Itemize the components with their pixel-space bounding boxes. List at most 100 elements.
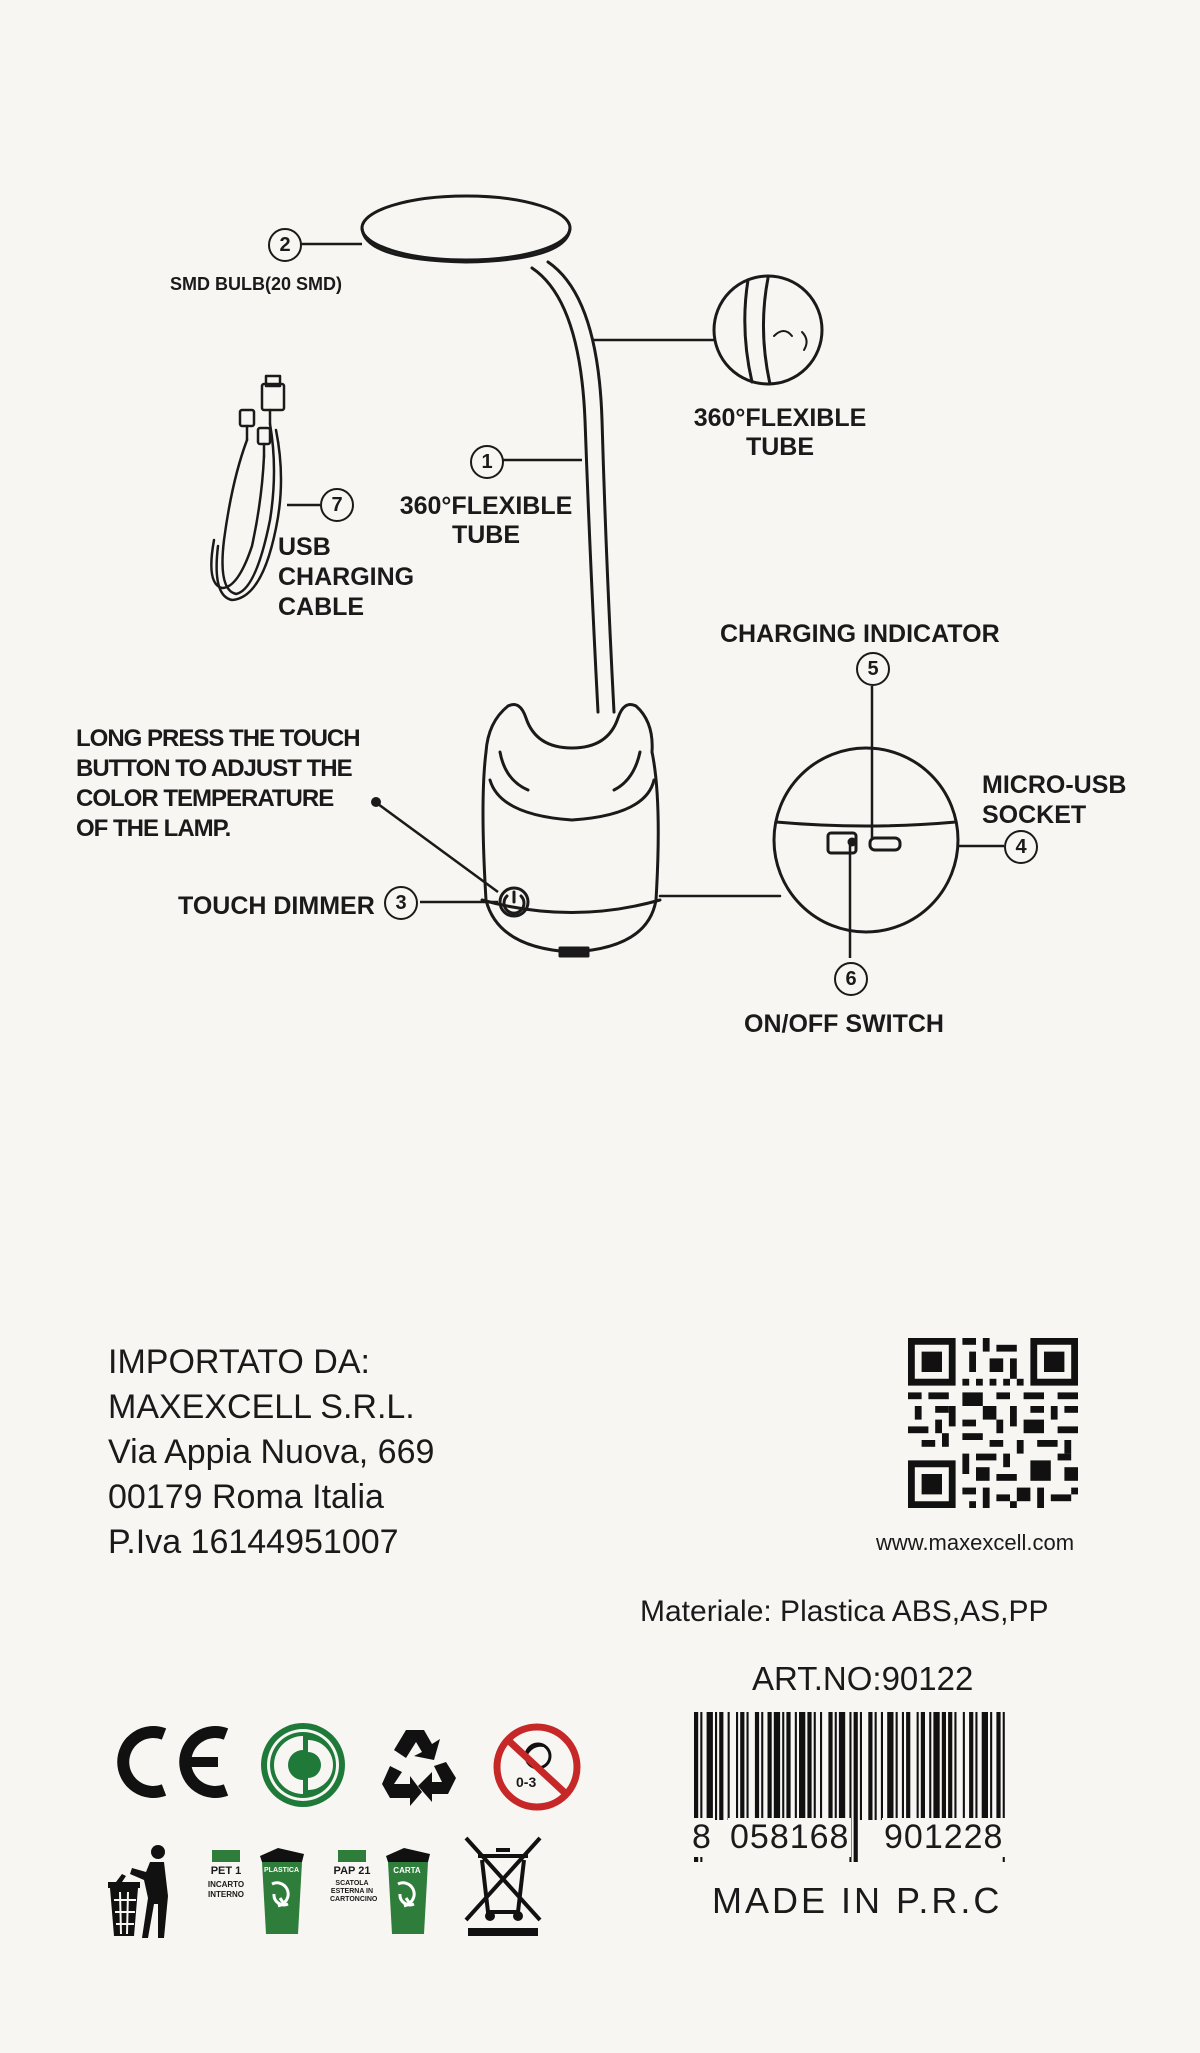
callout-1: 1 [470,445,504,479]
barcode-digits-right: 901228 [882,1818,1006,1857]
callout-7: 7 [320,488,354,522]
base-zoom-icon [772,746,960,934]
qr-code-icon [908,1338,1078,1508]
barcode-bar [1002,1712,1005,1862]
leader-long-press [377,802,499,894]
barcode-bar [990,1712,993,1820]
barcode-bar [859,1712,862,1820]
barcode-digits-left: 058168 [728,1818,852,1857]
barcode-bar [706,1712,713,1820]
barcode-bar [887,1712,894,1820]
ce-mark-icon: CE [108,1724,236,1800]
barcode-digit-lead: 8 [690,1818,713,1857]
paper-bin-icon: PAP 21 SCATOLA ESTERNA IN CARTONCINO CAR… [330,1844,432,1940]
barcode-bar [969,1712,974,1820]
label-smd-bulb: SMD BULB(20 SMD) [170,274,343,294]
material-info: Materiale: Plastica ABS,AS,PP [640,1595,1049,1628]
importer-line: Via Appia Nuova, 669 [108,1433,435,1471]
barcode [694,1712,1005,1862]
barcode-bar [954,1712,957,1820]
carta-label: CARTA [393,1866,421,1875]
barcode-bar [853,1712,858,1862]
barcode-bar [906,1712,911,1820]
barcode-bar [773,1712,781,1820]
label-long-press: LONG PRESS THE TOUCH BUTTON TO ADJUST TH… [76,725,361,842]
label-touch-dimmer: TOUCH DIMMER [178,892,375,920]
lamp-base-icon [480,703,662,958]
lamp-diagram [210,194,1004,958]
importer-line: IMPORTATO DA: [108,1343,370,1381]
age-warning-icon: 0-3 [492,1722,582,1812]
tube-zoom-icon [712,274,824,386]
barcode-bar [916,1712,919,1820]
barcode-bar [740,1712,745,1820]
callout-4: 4 [1004,830,1038,864]
barcode-bar [941,1712,946,1820]
barcode-bar [880,1712,883,1820]
barcode-bar [948,1712,953,1820]
barcode-bar [794,1712,797,1820]
barcode-bar [920,1712,925,1820]
barcode-bar [754,1712,760,1820]
barcode-bar [715,1712,718,1820]
barcode-bar [799,1712,806,1820]
touch-button-icon [498,886,530,918]
importer-address: IMPORTATO DA: MAXEXCELL S.R.L. Via Appia… [108,1340,434,1565]
callout-2: 2 [268,228,302,262]
barcode-bar [834,1712,837,1820]
barcode-bar [746,1712,749,1820]
website-url: www.maxexcell.com [876,1530,1075,1555]
barcode-bar [700,1712,703,1862]
barcode-bar [929,1712,932,1820]
barcode-bar [807,1712,812,1820]
green-dot-icon [261,1723,345,1807]
pet-sub: INCARTO INTERNO [207,1880,245,1899]
barcode-bar [895,1712,898,1820]
barcode-bar [786,1712,791,1820]
lamp-head-icon [360,194,572,264]
plastica-label: PLASTICA [264,1867,299,1874]
barcode-bar [981,1712,988,1820]
callout-5: 5 [856,652,890,686]
barcode-bar [782,1712,785,1820]
barcode-bar [820,1712,823,1820]
barcode-bar [838,1712,846,1820]
barcode-bar [868,1712,873,1820]
usb-cable-icon [210,374,286,602]
label-flexible-tube: 360°FLEXIBLE TUBE [399,492,573,549]
barcode-bar [901,1712,904,1820]
barcode-bar [813,1712,816,1820]
callout-6: 6 [834,962,868,996]
barcode-bar [694,1712,699,1862]
importer-line: MAXEXCELL S.R.L. [108,1388,415,1426]
crossed-bin-icon [464,1836,542,1936]
pap-sub: SCATOLA ESTERNA IN CARTONCINO [330,1880,378,1903]
importer-line: P.Iva 16144951007 [108,1523,399,1561]
plastic-bin-icon: PET 1 INCARTO INTERNO PLASTICA [206,1844,306,1940]
label-on-off-switch: ON/OFF SWITCH [744,1010,944,1038]
barcode-bar [874,1712,877,1820]
importer-line: 00179 Roma Italia [108,1478,384,1516]
recycle-icon [382,1730,456,1806]
barcode-bar [933,1712,940,1820]
barcode-bar [727,1712,730,1820]
label-flexible-tube-detail: 360°FLEXIBLE TUBE [693,404,867,461]
barcode-bar [996,1712,1001,1820]
barcode-bar [761,1712,764,1820]
made-in: MADE IN P.R.C [712,1880,1003,1921]
label-usb-cable: USB CHARGING CABLE [278,533,415,621]
flexible-tube-icon [530,260,616,714]
barcode-bar [828,1712,833,1820]
barcode-bar [849,1712,852,1862]
barcode-bar [767,1712,772,1820]
label-micro-usb: MICRO-USB SOCKET [982,771,1127,829]
pap-code: PAP 21 [333,1865,371,1877]
barcode-bar [736,1712,739,1820]
callout-3: 3 [384,886,418,920]
tidyman-icon [108,1845,168,1938]
article-number: ART.NO:90122 [752,1660,974,1697]
label-charging-indicator: CHARGING INDICATOR [720,620,1000,648]
barcode-bar [962,1712,965,1820]
pet-code: PET 1 [210,1865,242,1877]
barcode-bar [719,1712,724,1820]
